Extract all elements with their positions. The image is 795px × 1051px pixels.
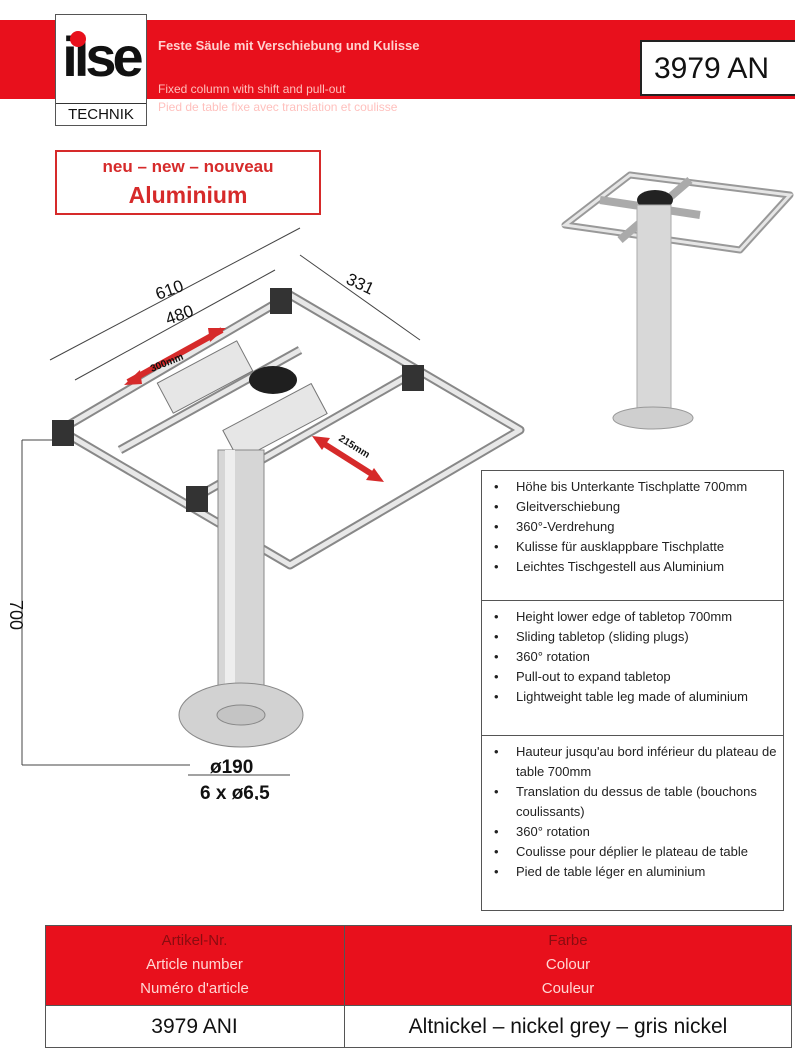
feature-item: Sliding tabletop (sliding plugs) xyxy=(492,627,777,647)
article-code: 3979 AN xyxy=(654,52,770,85)
feature-item: 360° rotation xyxy=(492,647,777,667)
feature-item: Höhe bis Unterkante Tischplatte 700mm xyxy=(492,477,777,497)
logo-subtitle: TECHNIK xyxy=(56,103,146,123)
dim-depth: 331 xyxy=(343,269,377,298)
header-article-de: Artikel-Nr. xyxy=(161,932,228,949)
dim-height: 700 xyxy=(6,600,26,630)
header-colour-en: Colour xyxy=(545,956,591,973)
header-article-en: Article number xyxy=(146,956,243,973)
product-photo xyxy=(561,171,794,430)
feature-item: Height lower edge of tabletop 700mm xyxy=(492,607,777,627)
dimension-lines xyxy=(21,227,421,776)
title-english: Fixed column with shift and pull-out xyxy=(158,82,346,96)
feature-item: Pull-out to expand tabletop xyxy=(492,667,777,687)
dim-width-inner: 480 xyxy=(163,301,196,329)
table-column-divider xyxy=(344,925,345,1048)
header-article-number: Artikel-Nr. Article number Numéro d'arti… xyxy=(45,929,344,1001)
technical-drawing: 610 480 331 300mm 215mm 700 ø190 6 x ø6,… xyxy=(6,171,794,800)
new-aluminium-badge: neu – new – nouveau Aluminium xyxy=(55,150,321,215)
feature-item: Lightweight table leg made of aluminium xyxy=(492,687,777,707)
badge-new-text: neu – new – nouveau xyxy=(102,157,274,176)
logo-wordmark: ilse xyxy=(62,25,143,88)
features-german: Höhe bis Unterkante Tischplatte 700mmGle… xyxy=(482,471,783,601)
pullout-arrow xyxy=(312,436,384,482)
feature-item: 360° rotation xyxy=(492,822,777,842)
feature-item: Translation du dessus de table (bouchons… xyxy=(492,782,777,822)
article-code-box: 3979 AN xyxy=(640,40,795,96)
table-row-divider xyxy=(45,1005,792,1006)
features-french: Hauteur jusqu'au bord inférieur du plate… xyxy=(482,736,783,912)
feature-item: Hauteur jusqu'au bord inférieur du plate… xyxy=(492,742,777,782)
header-colour-fr: Couleur xyxy=(541,980,595,997)
badge-material-text: Aluminium xyxy=(128,182,248,208)
header-colour: Farbe Colour Couleur xyxy=(344,929,792,1001)
dim-holes: 6 x ø6,5 xyxy=(200,783,270,800)
spec-table xyxy=(45,925,792,1048)
feature-item: Pied de table léger en aluminium xyxy=(492,862,777,882)
table-frame xyxy=(52,288,525,570)
header-article-fr: Numéro d'article xyxy=(140,980,249,997)
cell-colour: Altnickel – nickel grey – gris nickel xyxy=(408,1015,728,1038)
dim-base-diameter: ø190 xyxy=(210,757,253,778)
feature-item: Coulisse pour déplier le plateau de tabl… xyxy=(492,842,777,862)
header-colour-de: Farbe xyxy=(548,932,588,949)
feature-item: 360°-Verdrehung xyxy=(492,517,777,537)
feature-item: Gleitverschiebung xyxy=(492,497,777,517)
title-french: Pied de table fixe avec translation et c… xyxy=(158,100,398,114)
cell-article-number: 3979 ANI xyxy=(151,1015,238,1038)
feature-item: Kulisse für ausklappbare Tischplatte xyxy=(492,537,777,557)
features-english: Height lower edge of tabletop 700mmSlidi… xyxy=(482,601,783,736)
feature-box: Höhe bis Unterkante Tischplatte 700mmGle… xyxy=(481,470,784,911)
table-header-band xyxy=(45,925,792,1005)
ilse-logo: ilse TECHNIK xyxy=(55,14,147,126)
title-german: Feste Säule mit Verschiebung und Kulisse xyxy=(158,38,420,53)
shift-arrow xyxy=(124,327,226,385)
feature-item: Leichtes Tischgestell aus Aluminium xyxy=(492,557,777,577)
logo-dot xyxy=(70,31,86,47)
dim-width-outer: 610 xyxy=(153,276,186,304)
table-column xyxy=(178,449,304,748)
